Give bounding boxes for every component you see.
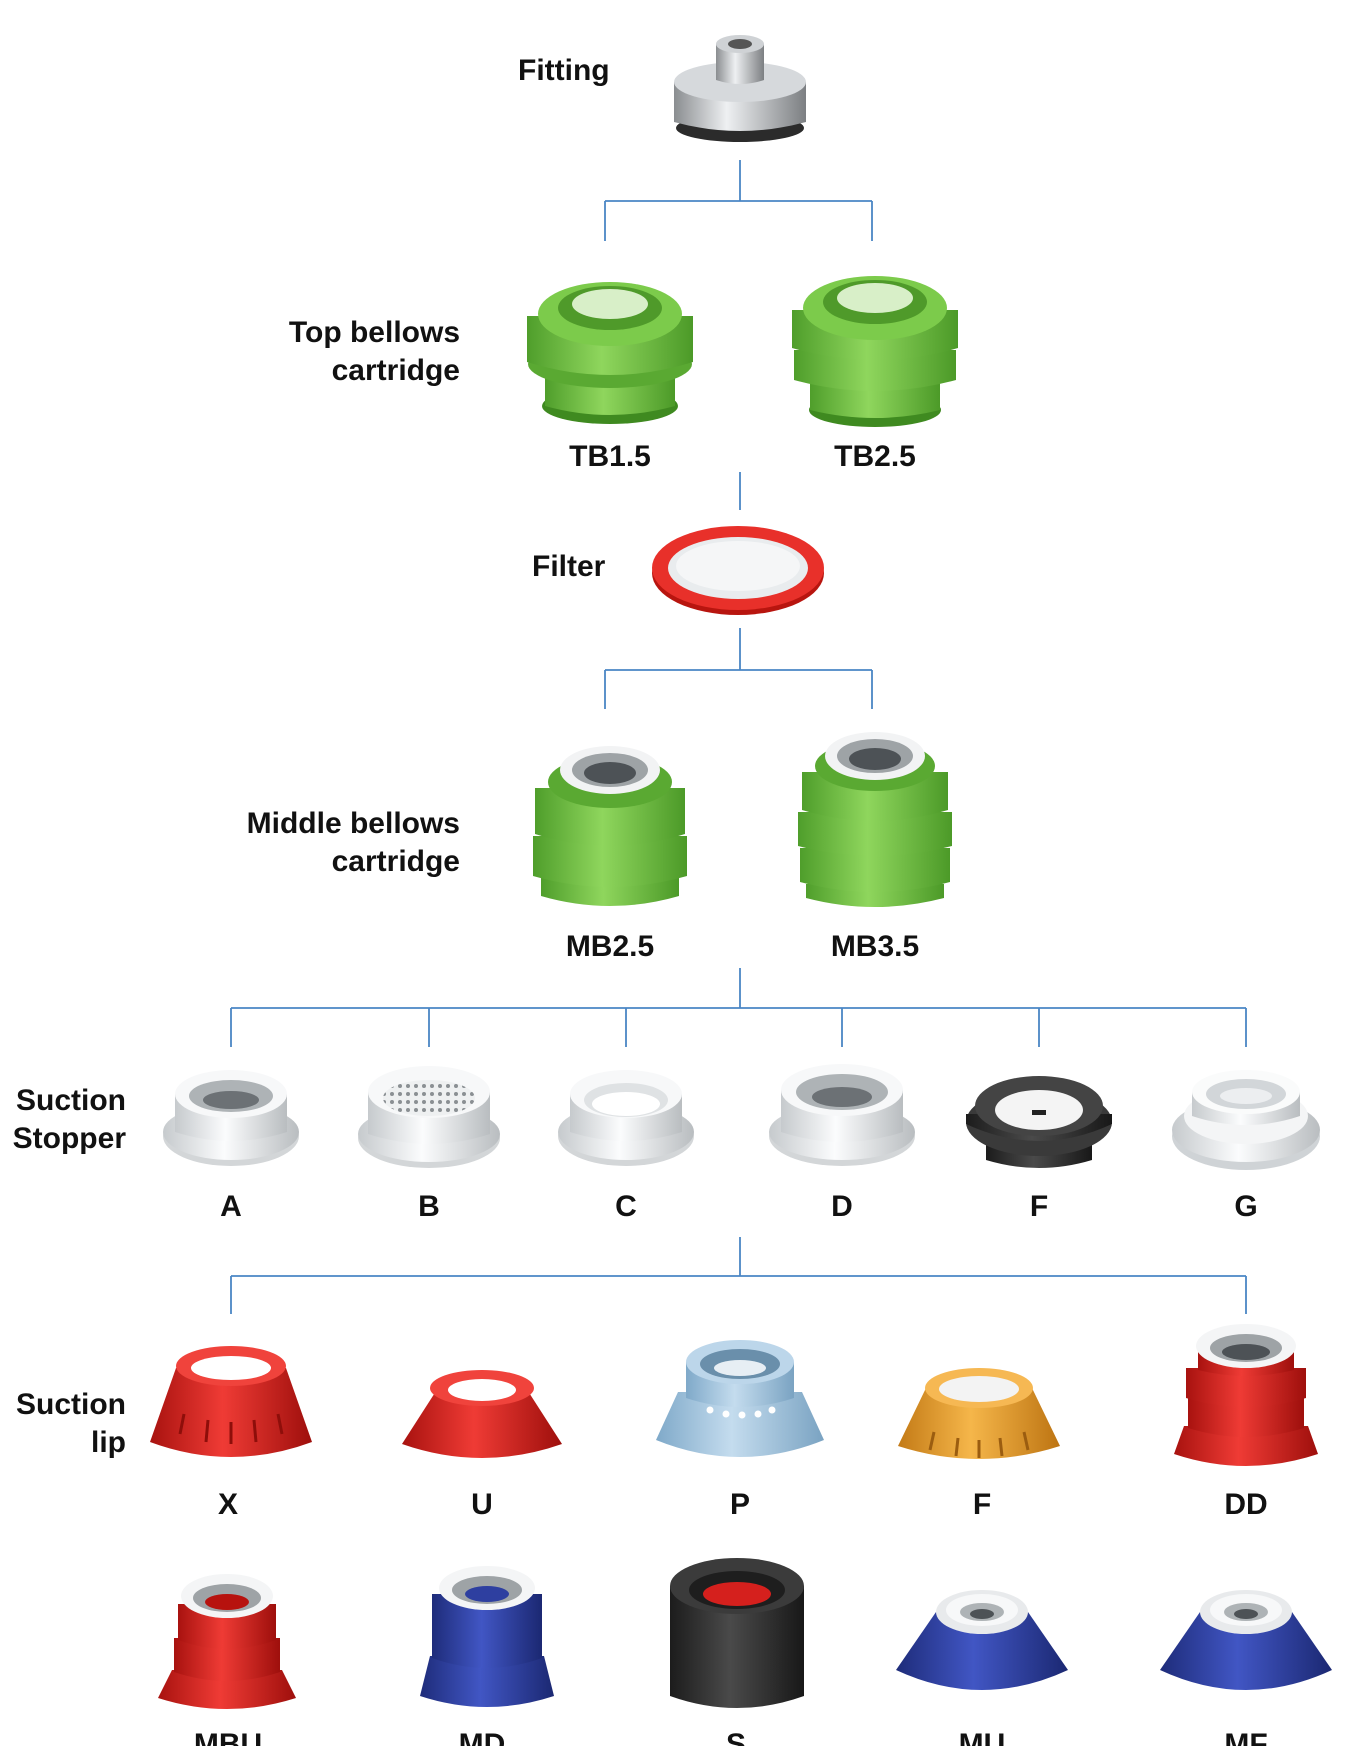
blue-bellows-icon	[420, 1566, 554, 1707]
blue-flat-cup-icon	[896, 1590, 1068, 1690]
blue-cup-icon	[656, 1340, 824, 1457]
stopper-item-d: D	[831, 1190, 853, 1223]
lip-item-x: X	[217, 1488, 238, 1521]
fitting-label: Fitting	[518, 54, 610, 87]
top-bellows-label-line1: Top bellows	[288, 316, 460, 349]
top-bellows-item-tb2-5: TB2.5	[834, 440, 916, 473]
red-ring-filter-icon	[652, 526, 824, 615]
top-bellows-label-line2: cartridge	[331, 354, 460, 387]
hex-fitting-icon	[674, 35, 806, 142]
top-bellows-item-tb1-5: TB1.5	[569, 440, 651, 473]
green-bellows-white-insert-icon	[798, 732, 952, 907]
connector-fitting-to-top-bellows	[604, 160, 873, 241]
green-bellows-icon	[792, 276, 958, 427]
red-cone-icon	[402, 1370, 562, 1458]
suction-stopper-label-line1: Suction	[16, 1084, 126, 1117]
lip-item-s: S	[725, 1728, 746, 1746]
suction-lip-label-line2: lip	[91, 1426, 126, 1459]
stopper-item-b: B	[418, 1190, 440, 1223]
stopper-item-g: G	[1234, 1190, 1258, 1223]
red-bellows-icon	[1174, 1324, 1318, 1466]
green-bellows-icon	[527, 282, 693, 424]
lip-item-mu: MU	[958, 1728, 1006, 1746]
lip-item-dd: DD	[1224, 1488, 1268, 1521]
lip-item-mf: MF	[1224, 1728, 1268, 1746]
middle-bellows-label-line1: Middle bellows	[246, 807, 460, 840]
middle-bellows-item-mb3-5: MB3.5	[830, 930, 920, 963]
middle-bellows-label-line2: cartridge	[331, 845, 460, 878]
open-ring-stopper-icon	[558, 1070, 694, 1166]
stopper-item-f: F	[1029, 1190, 1049, 1223]
mesh-stopper-icon	[358, 1066, 500, 1168]
suction-stopper-label-line2: Stopper	[12, 1122, 126, 1155]
green-bellows-white-insert-icon	[533, 746, 687, 906]
connector-middle-bellows-to-stoppers	[230, 968, 1247, 1047]
stopper-item-a: A	[220, 1190, 242, 1223]
connector-filter-to-middle-bellows	[604, 628, 873, 709]
suction-lip-label-line1: Suction	[16, 1388, 126, 1421]
finger-stopper-icon	[163, 1070, 299, 1166]
flat-stopper-icon	[1172, 1070, 1320, 1170]
red-bellows-icon	[158, 1574, 296, 1709]
orange-cup-icon	[898, 1368, 1060, 1459]
lip-item-u: U	[471, 1488, 493, 1521]
stopper-item-c: C	[615, 1190, 637, 1223]
connector-stoppers-to-lips	[230, 1237, 1247, 1314]
blue-flat-cup-icon	[1160, 1590, 1332, 1690]
lip-item-md: MD	[458, 1728, 506, 1746]
lip-item-f: F	[972, 1488, 992, 1521]
black-foam-icon	[670, 1558, 804, 1708]
finger-stopper-icon	[769, 1064, 915, 1166]
lip-item-p: P	[729, 1488, 750, 1521]
lip-item-mbu: MBU	[193, 1728, 263, 1746]
filter-label: Filter	[532, 550, 606, 583]
red-cup-icon	[150, 1346, 312, 1457]
middle-bellows-item-mb2-5: MB2.5	[565, 930, 655, 963]
black-stopper-icon	[966, 1076, 1112, 1168]
